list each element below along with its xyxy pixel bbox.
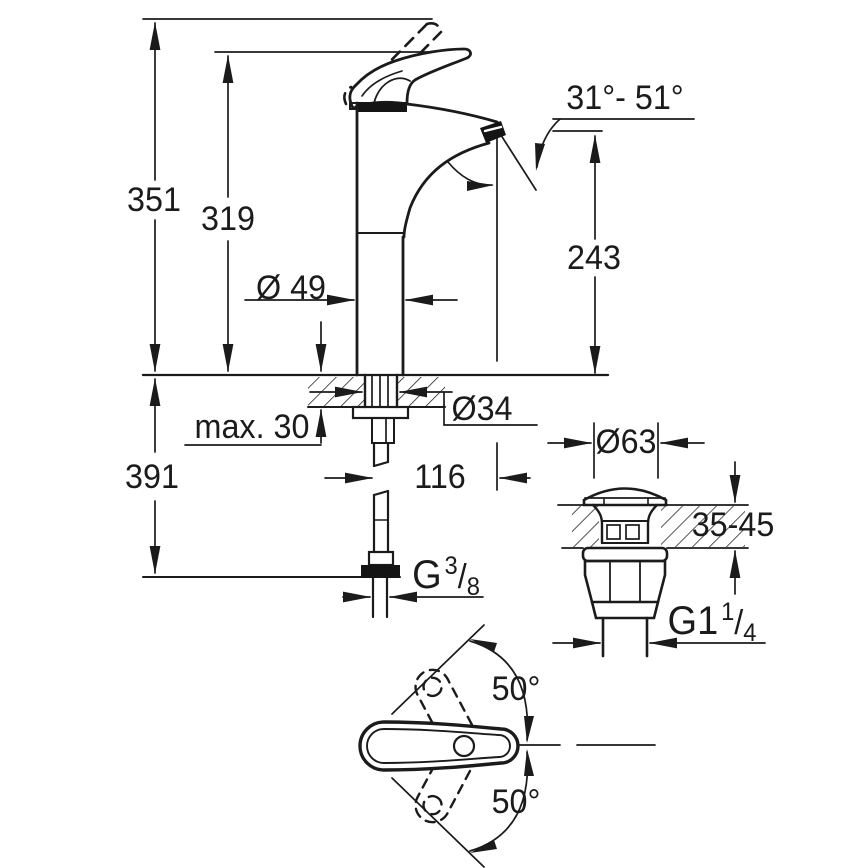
aerator [480,121,506,143]
thread-hose-numerator: 3 [444,552,458,580]
thread-waste-base: G1 [667,599,719,643]
handle-top-view [358,624,656,868]
cartridge-dome [373,77,411,104]
dim-handle-swivel-upper-label: 50° [491,670,541,708]
dim-spout-angle-label: 31°- 51° [566,79,684,117]
thread-hose-denominator: 8 [466,573,480,601]
waste-cap [582,487,668,507]
spout-bottom [402,141,491,239]
dim-shank-diameter-label: Ø34 [451,390,513,428]
lever-crease [361,70,403,97]
dim-waste-cap-diameter-label: Ø63 [595,423,657,461]
handle-dashed-down [414,750,474,824]
lever-outline [348,47,472,110]
dim-counter-thickness-label: 35-45 [691,506,775,544]
spout-top [405,102,499,124]
reference-lines [141,18,695,578]
handle-inner-line [366,728,511,764]
handle-dashed-up [414,668,474,742]
dim-deck-thickness-label: max. 30 [194,408,310,446]
thread-hose-base: G [412,553,442,597]
thread-waste-slash: / [734,604,744,642]
waste-drain-view [557,487,749,658]
dim-body-height-label: 319 [201,200,255,238]
dim-body-diameter-label: Ø 49 [255,269,327,307]
dim-projection-label: 116 [414,458,466,496]
thread-waste-numerator: 1 [721,598,735,626]
deck-section [308,373,445,619]
dim-handle-swivel-lower-label: 50° [491,783,541,821]
thread-waste-denominator: 4 [743,619,757,647]
dim-outlet-height-label: 243 [567,239,621,277]
handle-pivot [452,734,476,758]
dim-total-height-label: 351 [127,181,181,219]
faucet-side-view [343,22,506,377]
thread-hose-slash: / [457,558,467,596]
supply-hose [361,441,400,619]
dim-hose-length-label: 391 [125,458,179,496]
cap-joint-band [357,102,407,112]
